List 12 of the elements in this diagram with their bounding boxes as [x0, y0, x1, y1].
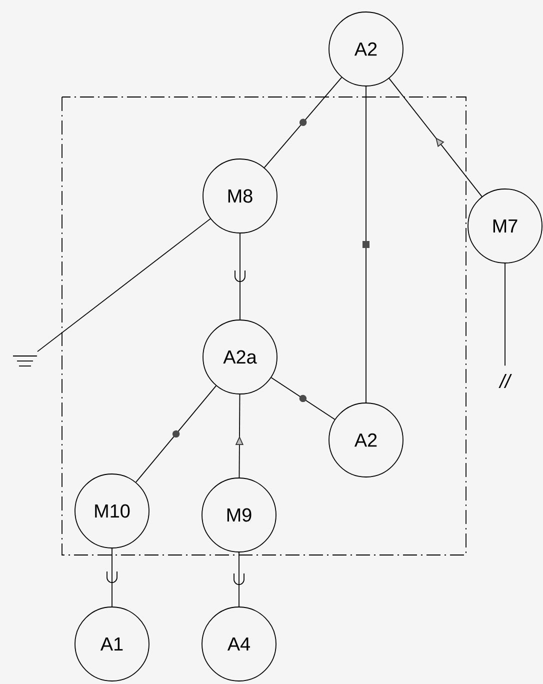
connector-line — [234, 233, 246, 320]
connector-line — [270, 377, 336, 420]
break-mark: // — [498, 374, 512, 388]
connector-line — [362, 86, 370, 403]
connector-line — [106, 548, 118, 607]
connector-line — [37, 218, 211, 352]
connector-line — [264, 76, 342, 168]
ground-symbol — [13, 356, 37, 366]
connector-line — [136, 385, 217, 483]
arrow — [388, 78, 482, 197]
connector-line — [504, 263, 506, 366]
connector-line — [234, 552, 244, 607]
